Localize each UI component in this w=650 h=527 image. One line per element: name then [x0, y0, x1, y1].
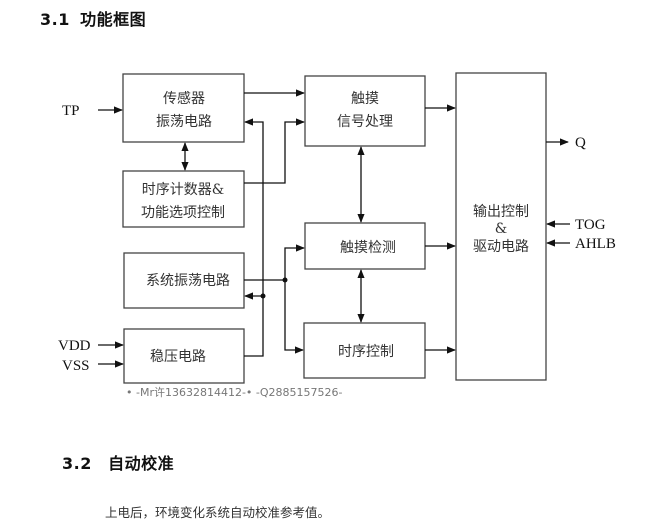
section-body-text: 上电后，环境变化系统自动校准参考值。 [105, 505, 331, 520]
section-number: 3.1 [40, 10, 70, 29]
wire-timer-to-signal [244, 118, 305, 184]
label-regulator: 稳压电路 [150, 349, 206, 365]
wire-power-bus [244, 118, 264, 357]
junction-dot [282, 277, 288, 283]
label-output-drive-2: & [495, 221, 507, 237]
label-timer-counter-1: 时序计数器& [142, 182, 224, 198]
block-timer-counter [122, 170, 245, 228]
section-heading-3-2: 3.2 自动校准 [62, 450, 174, 474]
pin-vss: VSS [62, 358, 90, 374]
block-timing-control [303, 322, 426, 379]
label-touch-signal-1: 触摸 [351, 91, 379, 107]
watermark: • -Mr许13632814412-• -Q2885157526- [126, 386, 343, 399]
label-timer-counter-2: 功能选项控制 [141, 205, 225, 221]
pin-tog: TOG [575, 217, 606, 233]
wire-clk-to-detect [284, 244, 305, 280]
junction-dot [260, 293, 266, 299]
block-touch-signal [304, 75, 426, 147]
block-touch-detect [304, 222, 426, 270]
pin-q: Q [575, 135, 586, 151]
label-system-osc: 系统振荡电路 [146, 273, 230, 289]
pin-tp: TP [62, 103, 80, 119]
functional-block-diagram: 传感器 振荡电路 时序计数器& 功能选项控制 系统振荡电路 稳压电路 触摸 信号… [58, 72, 616, 399]
section-title: 功能框图 [80, 10, 147, 29]
label-sensor-osc-2: 振荡电路 [156, 114, 212, 130]
pin-ahlb: AHLB [575, 236, 616, 252]
section-heading-3-1: 3.1 功能框图 [40, 6, 146, 30]
section-number: 3.2 [62, 454, 92, 473]
label-sensor-osc-1: 传感器 [163, 90, 205, 107]
section-title: 自动校准 [108, 454, 175, 473]
label-touch-signal-2: 信号处理 [337, 114, 393, 130]
label-output-drive-3: 驱动电路 [473, 239, 529, 255]
wire-clk-to-timing [284, 280, 304, 354]
block-sensor-oscillator [122, 73, 245, 143]
label-output-drive-1: 输出控制 [473, 204, 529, 220]
block-regulator [123, 328, 245, 384]
pin-vdd: VDD [58, 338, 91, 354]
label-timing-control: 时序控制 [338, 344, 394, 360]
label-touch-detect: 触摸检测 [340, 240, 396, 256]
block-output-drive [455, 72, 547, 381]
